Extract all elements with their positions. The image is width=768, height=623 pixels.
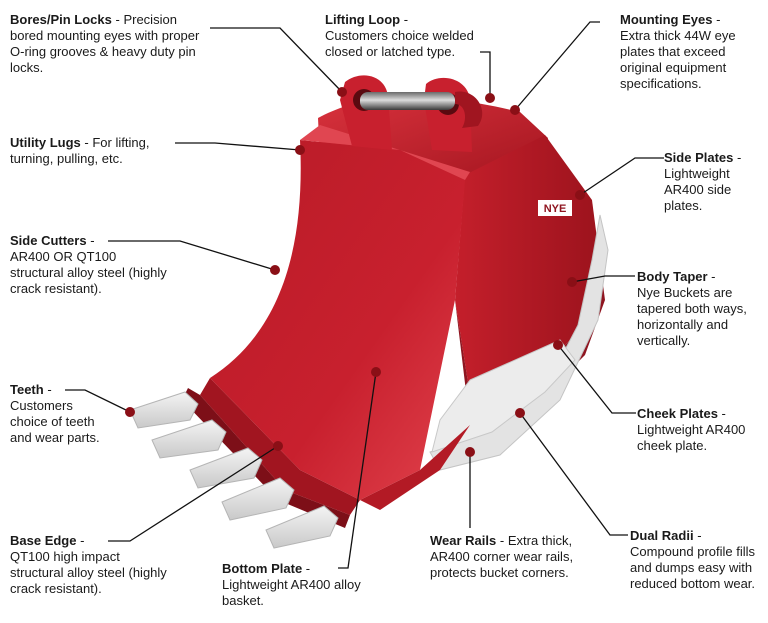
callout-dual-radii: Dual Radii Compound profile fills and du…	[630, 528, 765, 592]
callout-cheek-plates: Cheek Plates Lightweight AR400 cheek pla…	[637, 406, 762, 454]
callout-title: Bottom Plate	[222, 561, 367, 577]
callout-dot	[515, 408, 525, 418]
callout-dot	[510, 105, 520, 115]
callout-lifting-loop: Lifting Loop Customers choice welded clo…	[325, 12, 485, 60]
callout-desc: Customers choice welded closed or latche…	[325, 28, 474, 59]
callout-title: Utility Lugs	[10, 135, 89, 150]
callout-dot	[273, 441, 283, 451]
mounting-eyes	[340, 75, 472, 152]
callout-desc: AR400 OR QT100 structural alloy steel (h…	[10, 249, 167, 296]
callout-dot	[337, 87, 347, 97]
leader-line	[571, 275, 635, 283]
callout-wear-rails: Wear Rails Extra thick, AR400 corner wea…	[430, 533, 580, 581]
callout-dot	[125, 407, 135, 417]
callout-dot	[465, 447, 475, 457]
callout-title: Base Edge	[10, 533, 170, 549]
callout-bores-pin-locks: Bores/Pin Locks Precision bored mounting…	[10, 12, 210, 76]
leader-line	[557, 344, 636, 414]
tooth	[221, 477, 295, 521]
callout-mounting-eyes: Mounting Eyes Extra thick 44W eye plates…	[620, 12, 760, 92]
tooth	[151, 419, 227, 459]
callout-utility-lugs: Utility Lugs For lifting, turning, pulli…	[10, 135, 185, 167]
callout-desc: Precision bored mounting eyes with prope…	[10, 12, 200, 75]
callout-desc: Lightweight AR400 cheek plate.	[637, 422, 746, 453]
callout-desc: Lightweight AR400 side plates.	[664, 166, 732, 213]
callout-title: Side Cutters	[10, 233, 170, 249]
bucket-bowl	[200, 125, 470, 515]
callout-desc: Customers choice of teeth and wear parts…	[10, 398, 100, 445]
callout-desc: QT100 high impact structural alloy steel…	[10, 549, 167, 596]
callout-dot	[371, 367, 381, 377]
leader-line	[175, 142, 301, 151]
leader-line	[519, 412, 628, 536]
brand-logo: NYE	[538, 200, 572, 216]
base-edge	[182, 388, 350, 528]
tooth	[129, 391, 199, 429]
callout-desc: Extra thick, AR400 corner wear rails, pr…	[430, 533, 574, 580]
callout-dot	[567, 277, 577, 287]
callout-desc: Lightweight AR400 alloy basket.	[222, 577, 361, 608]
callout-title: Wear Rails	[430, 533, 504, 548]
callout-title: Cheek Plates	[637, 406, 762, 422]
callout-title: Lifting Loop	[325, 12, 485, 28]
callout-base-edge: Base Edge QT100 high impact structural a…	[10, 533, 170, 597]
tooth	[265, 505, 339, 549]
callout-dot	[575, 190, 585, 200]
callout-body-taper: Body Taper Nye Buckets are tapered both …	[637, 269, 762, 349]
callout-title: Side Plates	[664, 150, 764, 166]
svg-text:NYE: NYE	[544, 203, 567, 215]
callout-bottom-plate: Bottom Plate Lightweight AR400 alloy bas…	[222, 561, 367, 609]
leader-line	[480, 51, 491, 98]
callout-title: Body Taper	[637, 269, 762, 285]
leader-line	[579, 157, 664, 196]
callout-desc: Nye Buckets are tapered both ways, horiz…	[637, 285, 747, 348]
lifting-loop	[455, 91, 483, 128]
callout-dot	[485, 93, 495, 103]
callout-title: Bores/Pin Locks	[10, 12, 120, 27]
tooth	[189, 447, 263, 489]
callout-desc: For lifting, turning, pulling, etc.	[10, 135, 150, 166]
callout-title: Dual Radii	[630, 528, 765, 544]
callout-dot	[270, 265, 280, 275]
callout-dots	[125, 87, 585, 457]
callout-desc: Extra thick 44W eye plates that exceed o…	[620, 28, 736, 91]
callout-dot	[295, 145, 305, 155]
callout-desc: Compound profile fills and dumps easy wi…	[630, 544, 756, 591]
callout-side-cutters: Side Cutters AR400 OR QT100 structural a…	[10, 233, 170, 297]
callout-side-plates: Side Plates Lightweight AR400 side plate…	[664, 150, 764, 214]
callout-teeth: Teeth Customers choice of teeth and wear…	[10, 382, 110, 446]
leader-line	[514, 21, 600, 111]
teeth-set	[129, 391, 339, 549]
leader-line	[210, 27, 343, 93]
callout-title: Teeth	[10, 382, 110, 398]
callout-dot	[553, 340, 563, 350]
callout-title: Mounting Eyes	[620, 12, 760, 28]
